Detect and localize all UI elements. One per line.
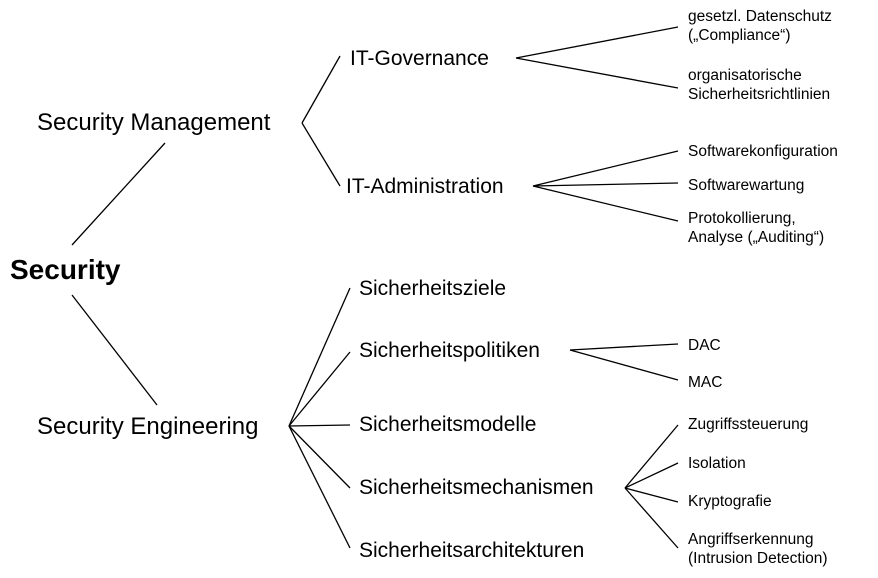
security-engineering-label: Security Engineering bbox=[37, 413, 259, 440]
leaf-datenschutz-line2: („Compliance“) bbox=[688, 26, 791, 44]
edge-mechanismen-zugriff bbox=[624, 424, 679, 489]
leaf-angriffserkennung-line1: Angriffserkennung bbox=[688, 531, 814, 548]
edge-engineering-modelle bbox=[288, 424, 351, 427]
leaf-isolation: Isolation bbox=[688, 455, 746, 472]
edge-mechanismen-isolation bbox=[624, 462, 679, 489]
leaf-dac: DAC bbox=[688, 337, 721, 354]
leaf-datenschutz: gesetzl. Datenschutz („Compliance“) bbox=[688, 8, 832, 46]
it-governance-label: IT-Governance bbox=[350, 47, 489, 70]
it-administration-label: IT-Administration bbox=[346, 175, 504, 198]
edge-security-management bbox=[71, 142, 166, 246]
leaf-datenschutz-line1: gesetzl. Datenschutz bbox=[688, 8, 832, 25]
leaf-mac: MAC bbox=[688, 374, 723, 391]
leaf-softwarewartung: Softwarewartung bbox=[688, 177, 805, 194]
leaf-softwarekonfiguration: Softwarekonfiguration bbox=[688, 143, 838, 160]
edge-management-administration bbox=[301, 122, 341, 187]
leaf-protokollierung: Protokollierung, Analyse („Auditing“) bbox=[688, 210, 824, 248]
edge-administration-protokollierung bbox=[532, 185, 679, 222]
security-root-label: Security bbox=[10, 254, 121, 285]
leaf-kryptografie: Kryptografie bbox=[688, 493, 772, 510]
edge-security-engineering bbox=[71, 294, 158, 406]
leaf-protokollierung-line2: Analyse („Auditing“) bbox=[688, 228, 825, 246]
leaf-richtlinien-line1: organisatorische bbox=[688, 67, 802, 84]
edge-politiken-mac bbox=[569, 349, 679, 381]
sicherheitsarchitekturen-label: Sicherheitsarchitekturen bbox=[359, 539, 585, 562]
leaf-richtlinien-line2: Sicherheitsrichtlinien bbox=[688, 85, 831, 103]
leaf-angriffserkennung-line2: (Intrusion Detection) bbox=[688, 549, 828, 567]
leaf-zugriffssteuerung: Zugriffssteuerung bbox=[688, 416, 809, 433]
edge-engineering-politiken bbox=[288, 351, 351, 427]
edge-mechanismen-krypto bbox=[624, 487, 679, 503]
leaf-angriffserkennung: Angriffserkennung (Intrusion Detection) bbox=[688, 531, 828, 569]
edge-management-governance bbox=[301, 55, 341, 124]
leaf-protokollierung-line1: Protokollierung, bbox=[688, 210, 796, 227]
edge-engineering-mechanismen bbox=[288, 425, 351, 489]
sicherheitsziele-label: Sicherheitsziele bbox=[359, 277, 507, 300]
edge-politiken-dac bbox=[569, 343, 679, 351]
edge-mechanismen-angriff bbox=[624, 487, 679, 549]
edge-administration-wartung bbox=[532, 182, 679, 187]
edge-engineering-architekturen bbox=[288, 425, 351, 549]
sicherheitsmechanismen-label: Sicherheitsmechanismen bbox=[359, 476, 594, 499]
sicherheitspolitiken-label: Sicherheitspolitiken bbox=[359, 339, 540, 362]
edge-administration-konfiguration bbox=[532, 150, 679, 187]
sicherheitsmodelle-label: Sicherheitsmodelle bbox=[359, 413, 537, 436]
edge-governance-datenschutz bbox=[515, 26, 679, 59]
leaf-richtlinien: organisatorische Sicherheitsrichtlinien bbox=[688, 67, 830, 105]
edge-governance-richtlinien bbox=[515, 57, 679, 89]
edge-engineering-ziele bbox=[288, 287, 351, 427]
security-management-label: Security Management bbox=[37, 109, 271, 136]
